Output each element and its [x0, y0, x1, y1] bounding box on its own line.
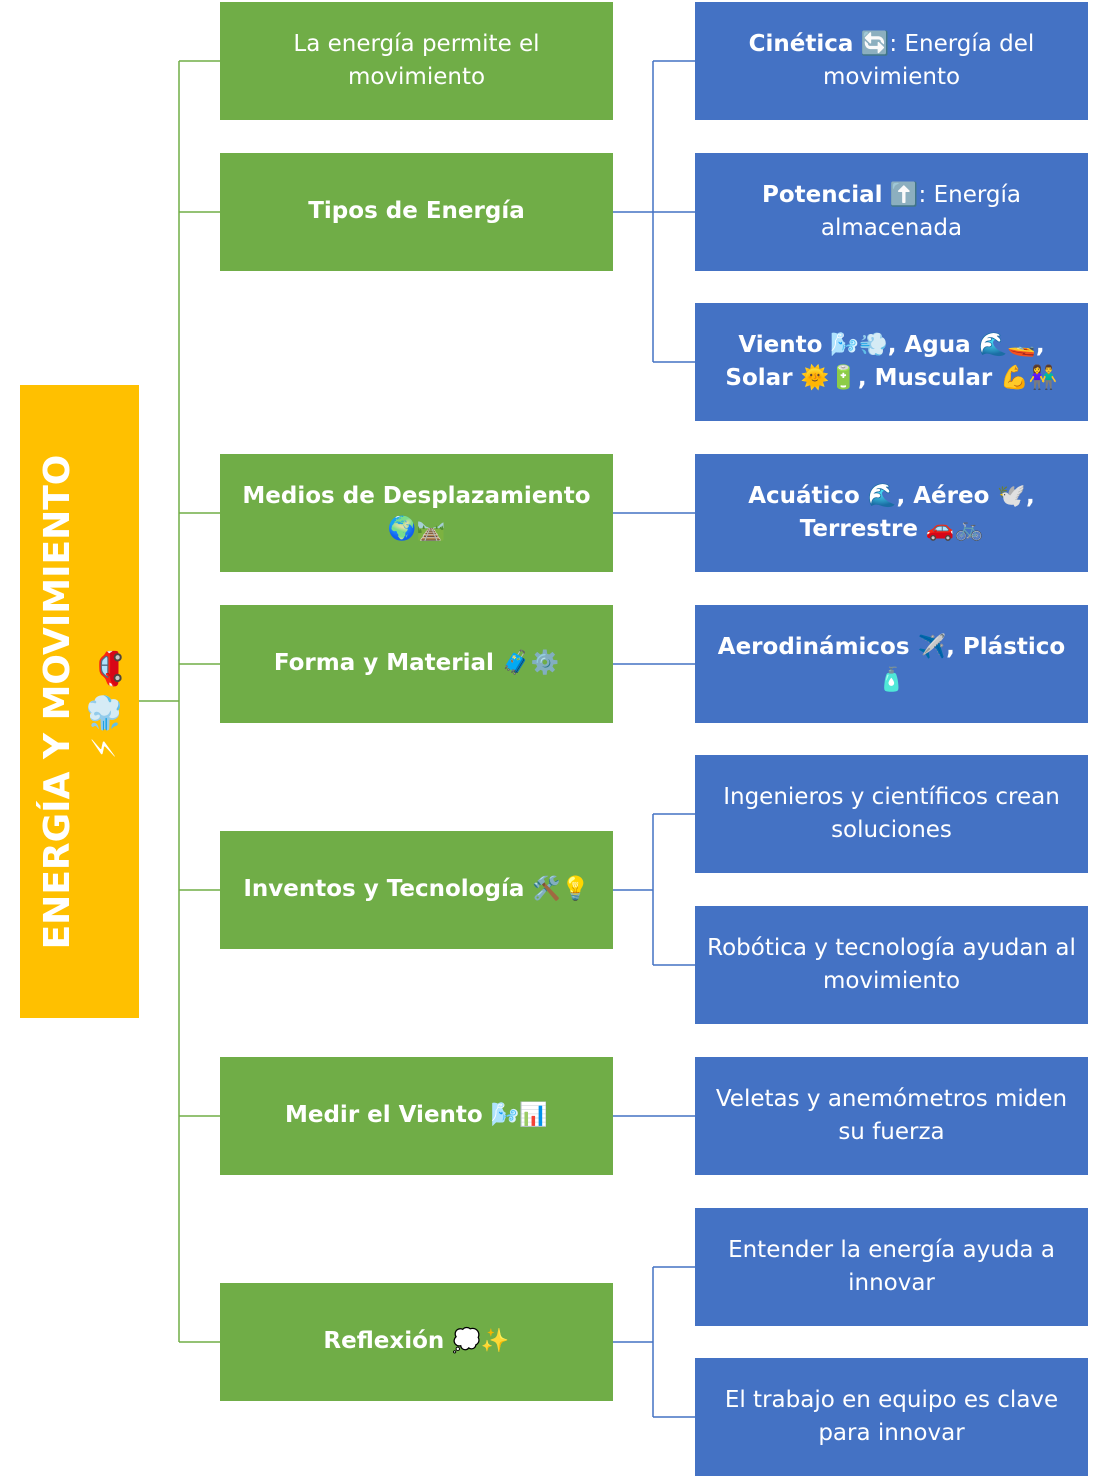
leaf-desc: Robótica y tecnología ayudan al movimien… [707, 934, 1076, 994]
branch-label: Tipos de Energía [308, 198, 525, 225]
leaf-text: Potencial ⬆️: Energía almacenada [703, 179, 1080, 246]
branch-label: La energía permite el movimiento [293, 30, 540, 90]
child-connectors [613, 60, 695, 1418]
branch-tipos-energia: Tipos de Energía [220, 153, 613, 271]
branch-label: Medir el Viento 🌬️📊 [284, 1102, 548, 1129]
branch-label: Medios de Desplazamiento 🌍🛤️ [242, 482, 591, 542]
branch-inventos-tecnologia: Inventos y Tecnología 🛠️💡 [220, 831, 613, 949]
branch-label: Inventos y Tecnología 🛠️💡 [243, 876, 590, 903]
leaf-veletas: Veletas y anemómetros miden su fuerza [695, 1057, 1088, 1175]
root-node: ENERGÍA Y MOVIMIENTO ⚡💨🚗 [20, 385, 139, 1018]
root-emoji-icons: ⚡💨🚗 [84, 644, 123, 759]
leaf-materiales: Aerodinámicos ✈️, Plástico 🧴 [695, 605, 1088, 723]
root-connectors [139, 60, 220, 1343]
branch-forma-material: Forma y Material 🧳⚙️ [220, 605, 613, 723]
leaf-desc: Ingenieros y científicos crean solucione… [723, 783, 1060, 843]
root-title: ENERGÍA Y MOVIMIENTO [36, 454, 78, 949]
branch-label: Reflexión 💭✨ [323, 1328, 510, 1355]
branch-label: Forma y Material 🧳⚙️ [273, 650, 560, 677]
leaf-desc: ⬆️: Energía almacenada [820, 181, 1021, 241]
leaf-bold: Acuático 🌊, Aéreo 🕊️, Terrestre 🚗🚲 [748, 482, 1035, 542]
leaf-bold: Potencial [762, 181, 883, 208]
leaf-potencial: Potencial ⬆️: Energía almacenada [695, 153, 1088, 271]
root-label: ENERGÍA Y MOVIMIENTO ⚡💨🚗 [36, 402, 124, 1002]
leaf-robotica: Robótica y tecnología ayudan al movimien… [695, 906, 1088, 1024]
leaf-bold: Cinética [748, 30, 854, 57]
branch-medios-desplazamiento: Medios de Desplazamiento 🌍🛤️ [220, 454, 613, 572]
leaf-entender-energia: Entender la energía ayuda a innovar [695, 1208, 1088, 1326]
leaf-cinetica: Cinética 🔄: Energía del movimiento [695, 2, 1088, 120]
leaf-desc: Veletas y anemómetros miden su fuerza [715, 1085, 1068, 1145]
branch-reflexion: Reflexión 💭✨ [220, 1283, 613, 1401]
leaf-text: Cinética 🔄: Energía del movimiento [703, 28, 1080, 95]
leaf-desc: 🔄: Energía del movimiento [822, 30, 1035, 90]
leaf-ingenieros: Ingenieros y científicos crean solucione… [695, 755, 1088, 873]
leaf-medios: Acuático 🌊, Aéreo 🕊️, Terrestre 🚗🚲 [695, 454, 1088, 572]
leaf-trabajo-equipo: El trabajo en equipo es clave para innov… [695, 1358, 1088, 1476]
leaf-bold: Viento 🌬️💨, Agua 🌊🚤, Solar 🌞🔋, Muscular … [725, 331, 1058, 391]
branch-medir-viento: Medir el Viento 🌬️📊 [220, 1057, 613, 1175]
leaf-bold: Aerodinámicos ✈️, Plástico 🧴 [717, 633, 1066, 693]
leaf-desc: Entender la energía ayuda a innovar [728, 1236, 1055, 1296]
branch-energia-movimiento: La energía permite el movimiento [220, 2, 613, 120]
leaf-fuentes-energia: Viento 🌬️💨, Agua 🌊🚤, Solar 🌞🔋, Muscular … [695, 303, 1088, 421]
leaf-desc: El trabajo en equipo es clave para innov… [724, 1386, 1059, 1446]
